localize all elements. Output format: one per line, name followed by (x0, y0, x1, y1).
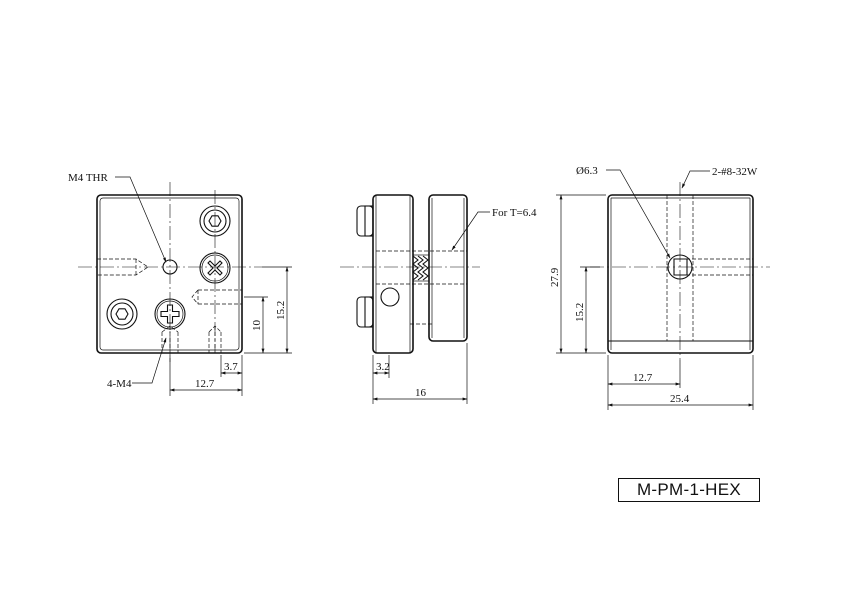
dim-25-4: 25.4 (670, 393, 690, 405)
callout-diameter-6-3: Ø6.3 (576, 165, 598, 177)
dim-16: 16 (415, 387, 427, 399)
part-number-label: M-PM-1-HEX (618, 478, 760, 502)
callout-4-m4: 4-M4 (107, 378, 132, 390)
callout-m4-thru: M4 THR (68, 172, 108, 184)
dim-27-9: 27.9 (549, 267, 561, 287)
dim-12-7-back: 12.7 (633, 372, 653, 384)
dim-12-7: 12.7 (195, 378, 215, 390)
callout-2-8-32w: 2-#8-32W (712, 166, 758, 178)
callout-for-t-6-4: For T=6.4 (492, 207, 537, 219)
socket-cap-screw-icon (199, 205, 231, 237)
phillips-screw-icon (199, 252, 231, 284)
back-view: Ø6.3 2-#8-32W 27.9 15.2 12.7 25.4 (549, 165, 770, 410)
front-view: M4 THR 4-M4 12.7 3.7 10 15.2 (68, 172, 292, 396)
socket-cap-screw-icon (106, 298, 138, 330)
dim-10: 10 (251, 320, 263, 332)
spring-icon (412, 254, 429, 282)
side-view: For T=6.4 3.2 16 (340, 194, 537, 404)
dim-3-7: 3.7 (224, 361, 238, 373)
dim-3-2: 3.2 (376, 361, 390, 373)
dim-15-2-back: 15.2 (574, 303, 586, 322)
dim-15-2-front: 15.2 (275, 301, 287, 320)
